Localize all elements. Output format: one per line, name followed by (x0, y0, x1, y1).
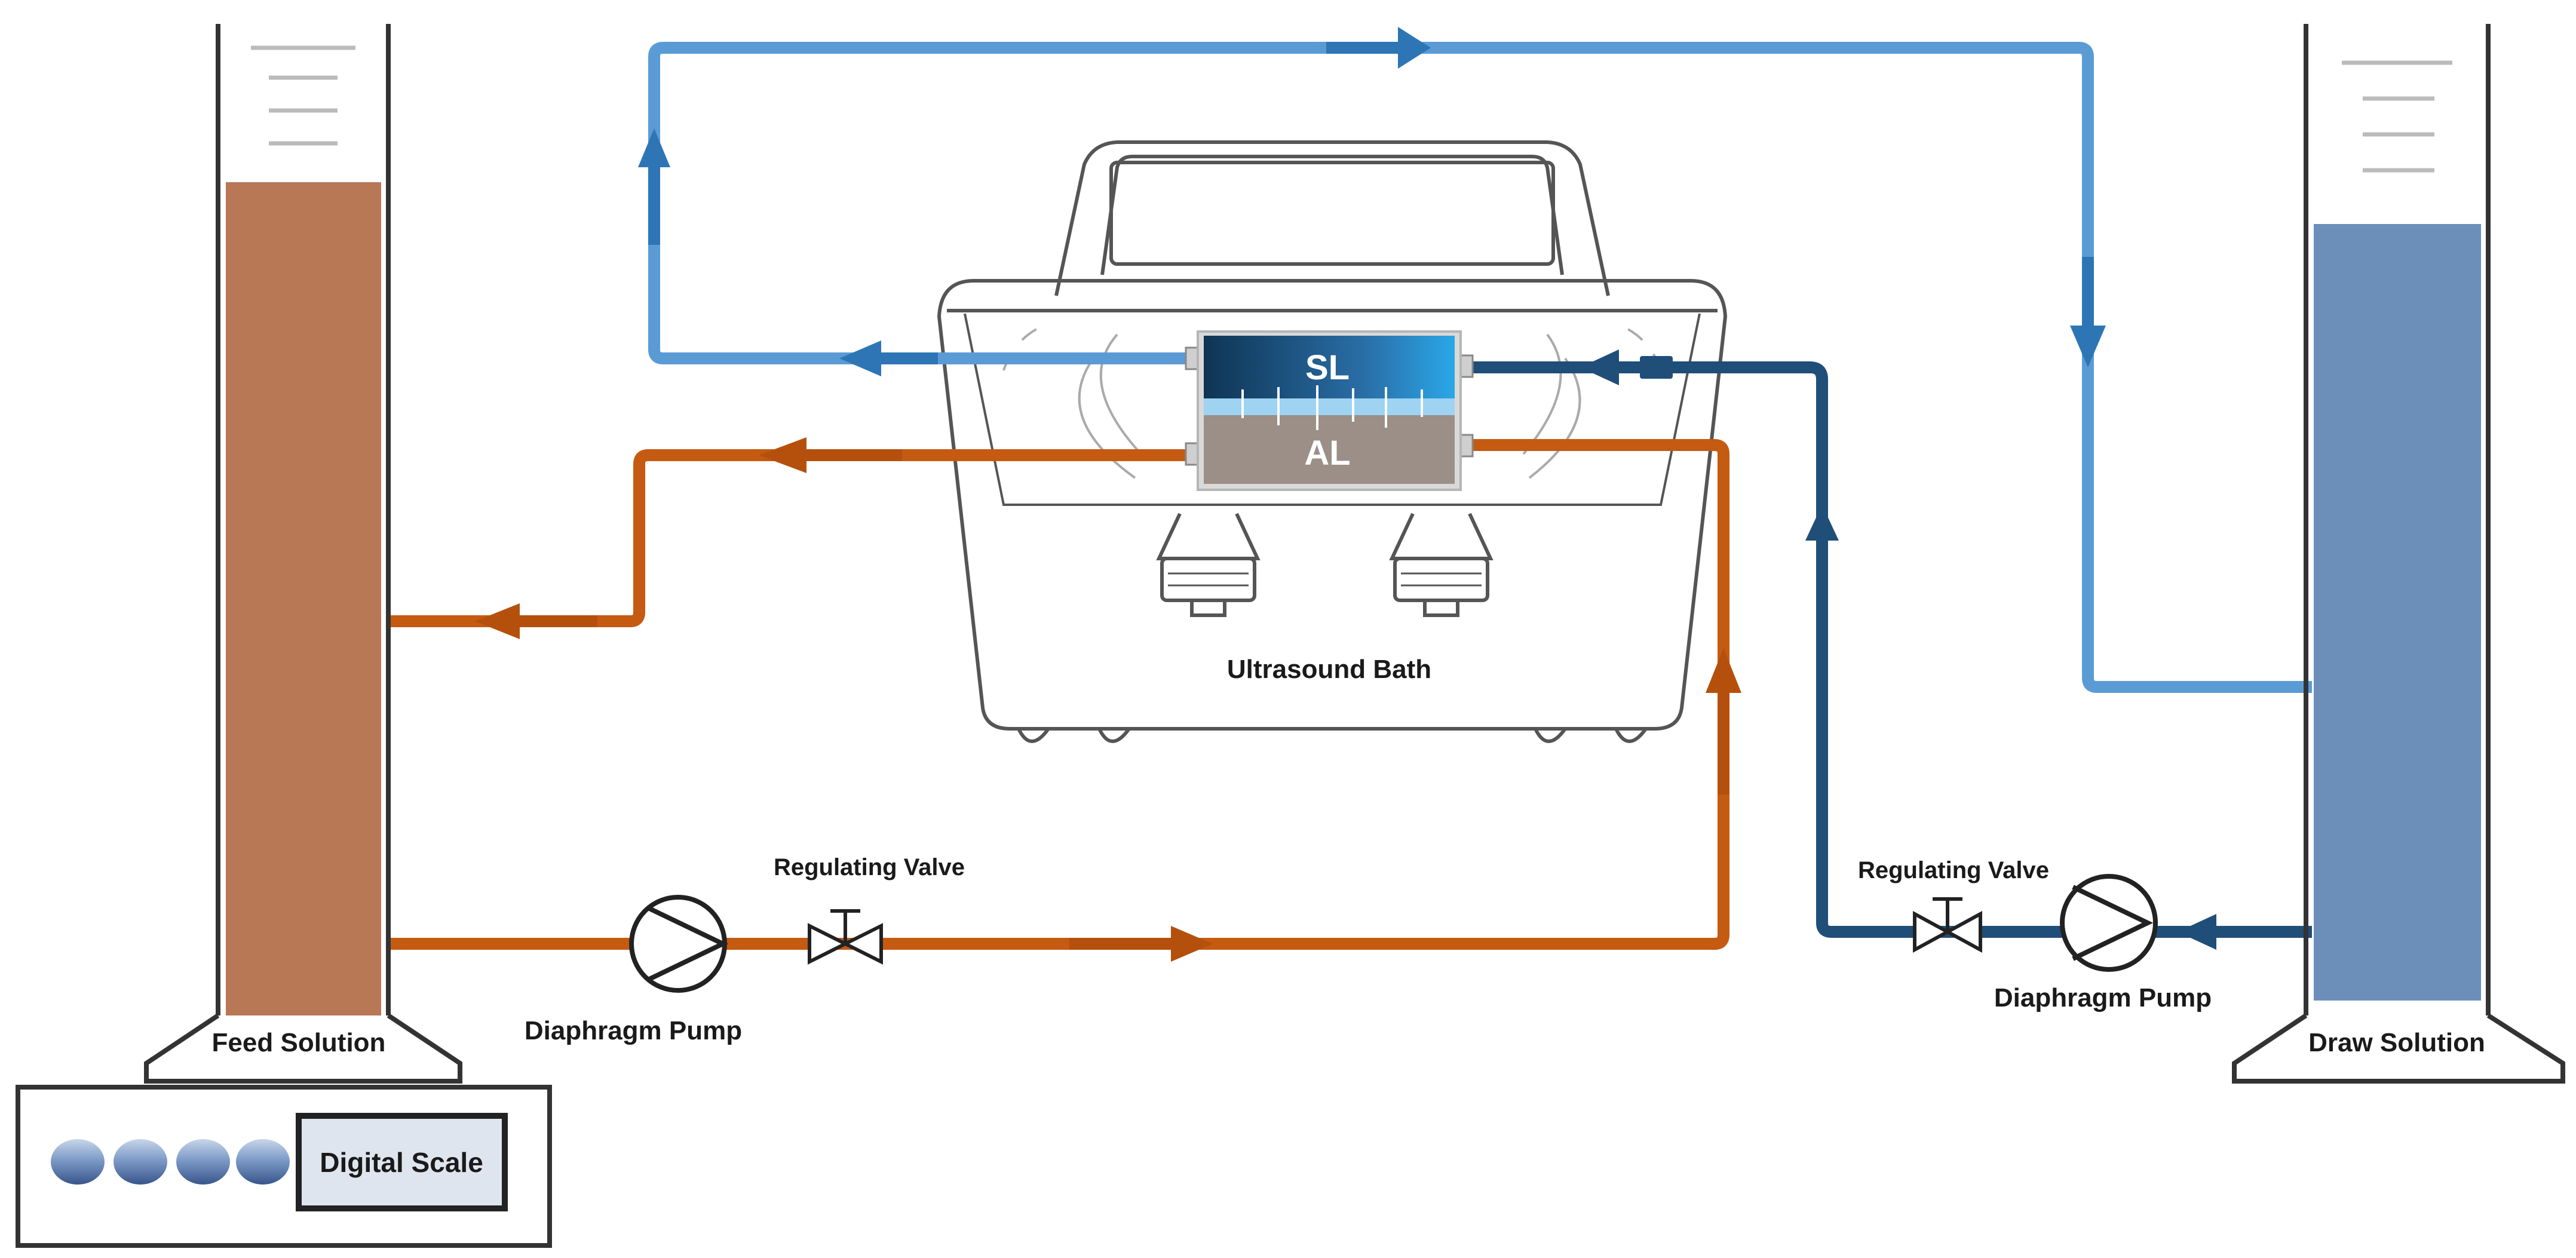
digital-scale-label: Digital Scale (320, 1147, 483, 1178)
feed-solution-cylinder (144, 24, 462, 1084)
feed-solution-label: Feed Solution (212, 1028, 386, 1057)
feed-valve-label: Regulating Valve (774, 854, 965, 880)
draw-valve-label: Regulating Valve (1858, 857, 2049, 883)
arrow-icon (638, 27, 2106, 376)
draw-liquid (2314, 224, 2481, 1001)
membrane-sl-label: SL (1305, 348, 1350, 387)
regulating-valve-icon (1913, 897, 1982, 953)
draw-solution-cylinder (2232, 24, 2565, 1084)
arrow-icon (1580, 349, 2270, 950)
feed-liquid (226, 182, 381, 1015)
scale-display (296, 1113, 508, 1211)
arrow-icon (475, 437, 1741, 962)
scale-button-icon[interactable] (51, 1139, 105, 1185)
membrane-al-label: AL (1304, 434, 1350, 472)
draw-line (1470, 361, 2312, 938)
diaphragm-pump-icon (2060, 874, 2158, 972)
membrane-cell (1185, 330, 1474, 491)
ultrasound-bath-label: Ultrasound Bath (1227, 655, 1431, 684)
scale-button-icon[interactable] (236, 1139, 290, 1185)
feed-line (388, 439, 1729, 950)
draw-pump-label: Diaphragm Pump (1994, 983, 2212, 1012)
scale-button-icon[interactable] (176, 1139, 230, 1185)
scale-button-icon[interactable] (114, 1139, 167, 1185)
diaphragm-pump-icon (629, 895, 729, 993)
ultrasound-bath (937, 140, 1728, 743)
regulating-valve-icon (808, 909, 883, 965)
feed-pump-label: Diaphragm Pump (525, 1016, 742, 1045)
draw-solution-label: Draw Solution (2308, 1028, 2485, 1057)
digital-scale (16, 1085, 552, 1248)
